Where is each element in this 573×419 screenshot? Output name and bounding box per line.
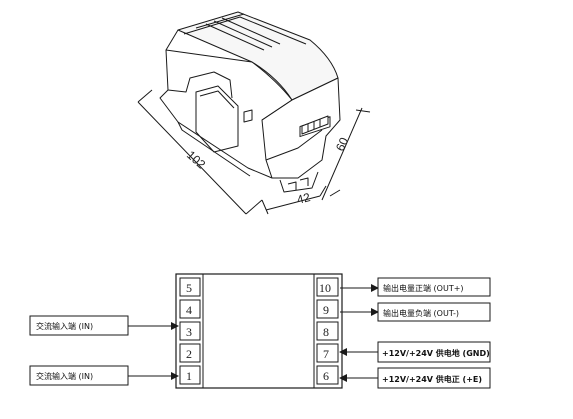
- terminal-label-2: 2: [186, 347, 192, 361]
- terminal-label-9: 9: [323, 303, 329, 317]
- terminal-label-5: 5: [186, 281, 192, 295]
- terminal-label-4: 4: [186, 303, 192, 317]
- length-dimension: 102: [184, 148, 208, 172]
- output-pos-label-box: [377, 277, 491, 297]
- input-label-bottom: 交流输入端 (IN): [36, 371, 93, 381]
- supply-pos-label: +12V/+24V 供电正 (+E): [382, 374, 482, 384]
- output-neg-label-box: [377, 302, 491, 322]
- terminal-10: [316, 277, 339, 297]
- device-perspective-drawing: [137, 11, 371, 215]
- input-label-box-bottom: [29, 365, 129, 386]
- terminal-label-6: 6: [323, 369, 329, 383]
- terminal-3: [179, 321, 201, 341]
- terminal-label-8: 8: [323, 325, 329, 339]
- terminal-7: [316, 343, 339, 363]
- terminal-block-diagram: 5 4 3 2 1 10 9 8 7 6 交流输入端 (IN) 交流输入端 (I…: [29, 273, 491, 389]
- terminal-1: [179, 365, 201, 385]
- height-dimension: 60: [333, 135, 351, 153]
- input-label-top: 交流输入端 (IN): [36, 321, 93, 331]
- terminal-9: [316, 299, 339, 319]
- terminal-5: [179, 277, 201, 297]
- input-label-box-top: [29, 315, 129, 336]
- terminal-label-7: 7: [323, 347, 329, 361]
- terminal-4: [179, 299, 201, 319]
- output-pos-label: 输出电量正端 (OUT+): [383, 283, 464, 293]
- terminal-6: [316, 365, 339, 385]
- terminal-2: [179, 343, 201, 363]
- supply-gnd-label-box: [377, 341, 491, 363]
- output-neg-label: 输出电量负端 (OUT-): [383, 308, 459, 318]
- terminal-label-10: 10: [319, 281, 331, 295]
- terminal-label-3: 3: [186, 325, 192, 339]
- supply-pos-label-box: [377, 367, 491, 389]
- width-dimension: 42: [295, 190, 312, 207]
- terminal-8: [316, 321, 339, 341]
- supply-gnd-label: +12V/+24V 供电地 (GND): [382, 348, 490, 358]
- terminal-label-1: 1: [186, 369, 192, 383]
